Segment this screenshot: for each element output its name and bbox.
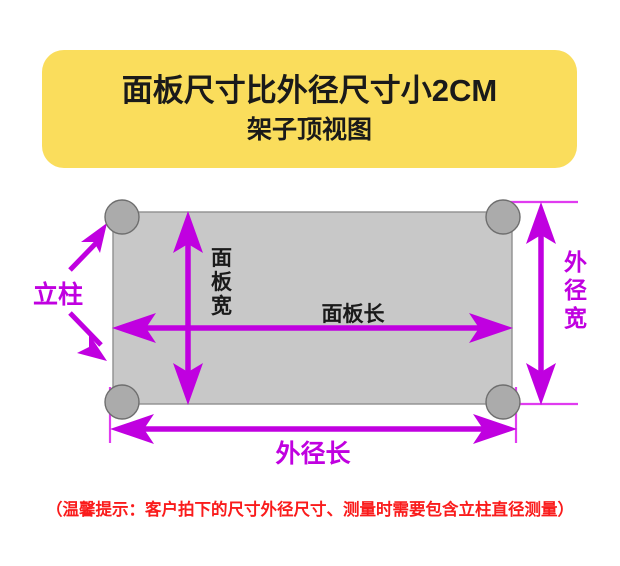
post-label: 立柱 xyxy=(33,280,83,309)
panel-rect xyxy=(112,211,513,405)
header-banner: 面板尺寸比外径尺寸小2CM 架子顶视图 xyxy=(42,50,577,168)
rack-top-view-diagram: 面 板 宽 面板长 外 径 宽 xyxy=(0,175,620,485)
outer-length-label: 外径长 xyxy=(275,439,351,468)
panel-width-label-char-2: 宽 xyxy=(211,294,232,318)
outer-width-label: 外 径 宽 xyxy=(564,249,587,331)
post-top-right xyxy=(485,199,521,235)
post-bottom-right xyxy=(485,384,521,420)
outer-length-dimension xyxy=(110,414,517,444)
outer-width-label-char-0: 外 xyxy=(564,249,587,275)
post-callout-arrow-lower xyxy=(68,311,107,361)
panel-length-label: 面板长 xyxy=(322,303,386,326)
panel-width-label-char-0: 面 xyxy=(211,247,232,270)
post-bottom-left xyxy=(104,384,140,420)
page-title: 面板尺寸比外径尺寸小2CM xyxy=(121,72,498,108)
panel-width-dimension xyxy=(173,211,203,405)
outer-width-dimension xyxy=(526,202,556,405)
footer-note: （温馨提示：客户拍下的尺寸外径尺寸、测量时需要包含立柱直径测量） xyxy=(46,501,574,519)
page-subtitle: 架子顶视图 xyxy=(246,116,372,145)
outer-width-label-char-1: 径 xyxy=(564,277,587,303)
panel-width-label: 面 板 宽 xyxy=(211,247,233,318)
panel-length-dimension xyxy=(112,313,513,343)
panel-width-label-char-1: 板 xyxy=(211,271,233,294)
post-top-left xyxy=(104,199,140,235)
post-callout-arrow-upper xyxy=(68,223,107,272)
outer-width-label-char-2: 宽 xyxy=(564,305,587,331)
